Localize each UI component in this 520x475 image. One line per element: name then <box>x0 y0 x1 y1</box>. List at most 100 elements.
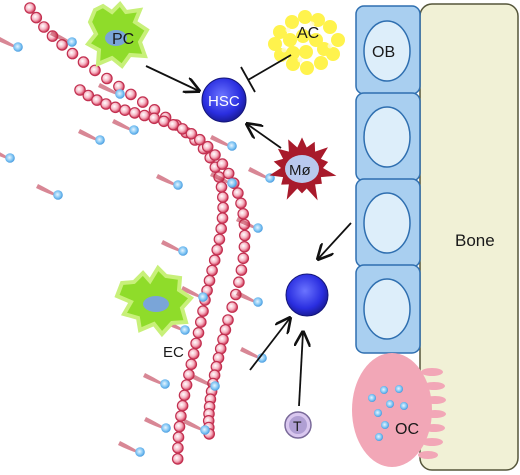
vessel-bead <box>175 410 187 422</box>
circulating-cell <box>0 37 23 52</box>
circulating-cell <box>78 129 105 145</box>
vessel-bead <box>38 21 50 33</box>
t-cell-nucleus <box>289 416 307 434</box>
vessel-bead <box>209 149 221 161</box>
interaction-arrows <box>145 54 352 407</box>
vessel-bead <box>232 187 244 199</box>
circulating-cell <box>210 135 237 151</box>
vessel-bead <box>66 47 79 60</box>
inhibit-ac-to-hsc <box>247 54 292 81</box>
vessel-bead <box>192 326 205 339</box>
vessel-bead <box>137 96 149 108</box>
pericyte-top: PC <box>84 0 150 69</box>
circulating-cell <box>118 441 145 457</box>
osteoblast-nucleus <box>363 192 411 254</box>
vessel-bead <box>187 348 200 360</box>
vessel-bead <box>128 107 141 119</box>
hsc-circle <box>201 77 247 123</box>
vessel-bead <box>176 123 189 135</box>
circulating-cell <box>112 119 139 135</box>
arrow-ob-to-hsc <box>318 222 352 259</box>
oc-label: OC <box>395 421 419 438</box>
vessel-bead <box>185 128 198 140</box>
vessel-bead <box>201 140 214 153</box>
vessel-bead <box>30 11 43 24</box>
vessel-bead <box>238 241 251 253</box>
vessel-bead <box>235 197 247 210</box>
osteoclast-nuclei <box>368 385 408 441</box>
arrow-pc-to-hsc <box>145 65 199 91</box>
vessel-bead <box>215 222 227 235</box>
circulating-cell <box>143 373 170 389</box>
circulating-cell <box>193 375 220 391</box>
pericyte-bottom <box>114 264 195 338</box>
osteoblast-nucleus <box>363 106 411 168</box>
vessel-bead <box>217 201 229 214</box>
circulating-cell <box>161 240 188 256</box>
vessel-bead <box>24 2 36 14</box>
vessel-bead <box>180 379 193 391</box>
circulating-cell <box>50 31 77 47</box>
vessel-bead <box>217 191 229 203</box>
pc-label: PC <box>112 31 134 48</box>
t-cell: T <box>284 411 312 439</box>
arrow-macrophage-to-hsc <box>247 124 282 149</box>
circulating-cell <box>236 217 263 233</box>
osteoclast-body <box>352 353 432 467</box>
vessel-bead <box>235 264 248 276</box>
vessel-bead <box>222 314 234 326</box>
circulating-cell <box>36 184 63 200</box>
osteoblast-nucleus <box>363 278 411 340</box>
vessel-bead <box>183 368 195 381</box>
osteoclast-ruffles <box>418 368 446 459</box>
vessel-bead <box>77 56 90 68</box>
vessel-bead <box>197 305 209 317</box>
adipocyte: AC <box>268 10 345 75</box>
bone-label: Bone <box>455 231 495 250</box>
vessel-bead <box>206 264 218 277</box>
vessel-bead <box>148 112 160 125</box>
arrow-tcell-to-hsc <box>299 332 303 407</box>
macrophage: Mø <box>269 137 337 201</box>
vessel-bead <box>203 274 216 287</box>
hsc-mobilized-cell <box>285 273 329 317</box>
osteoclast: OC <box>352 353 446 467</box>
vessel-bead <box>178 389 191 402</box>
ac-label: AC <box>297 25 319 42</box>
vessel-bead <box>226 301 238 313</box>
t-label: T <box>293 418 302 434</box>
circulating-cell <box>144 417 171 433</box>
circulating-cell <box>240 347 267 363</box>
vessel-bead <box>109 101 122 114</box>
vessel-bead <box>195 316 207 328</box>
vessel-bead <box>89 64 101 77</box>
ob-label: OB <box>372 44 395 61</box>
vessel-bead <box>74 84 86 96</box>
circulating-cell <box>181 286 208 302</box>
vessel-bead <box>172 442 184 454</box>
pericyte-nucleus <box>143 296 169 312</box>
vessel-bead <box>233 276 245 288</box>
arrow-ec-to-hsc <box>249 318 290 371</box>
circulating-cell <box>183 419 210 435</box>
blood-vessel <box>24 2 251 465</box>
vessel-bead <box>185 358 198 371</box>
bone-region: Bone <box>419 3 519 471</box>
vessel-bead <box>138 109 151 122</box>
vessel-bead <box>216 158 229 170</box>
pericyte-nucleus <box>105 30 127 46</box>
inhibit-bar <box>240 66 256 93</box>
adipocyte-droplets <box>268 10 345 75</box>
vessel-bead <box>237 252 250 265</box>
hsc-label: HSC <box>208 93 240 110</box>
circulating-cell <box>236 291 263 307</box>
vessel-bead <box>171 453 184 465</box>
vessel-bead <box>215 181 228 193</box>
hsc-cell: HSC <box>201 77 247 123</box>
ec-label: EC <box>163 344 184 361</box>
macrophage-nucleus <box>285 155 319 183</box>
vessel-bead <box>190 337 202 350</box>
circulating-cell <box>210 172 237 188</box>
